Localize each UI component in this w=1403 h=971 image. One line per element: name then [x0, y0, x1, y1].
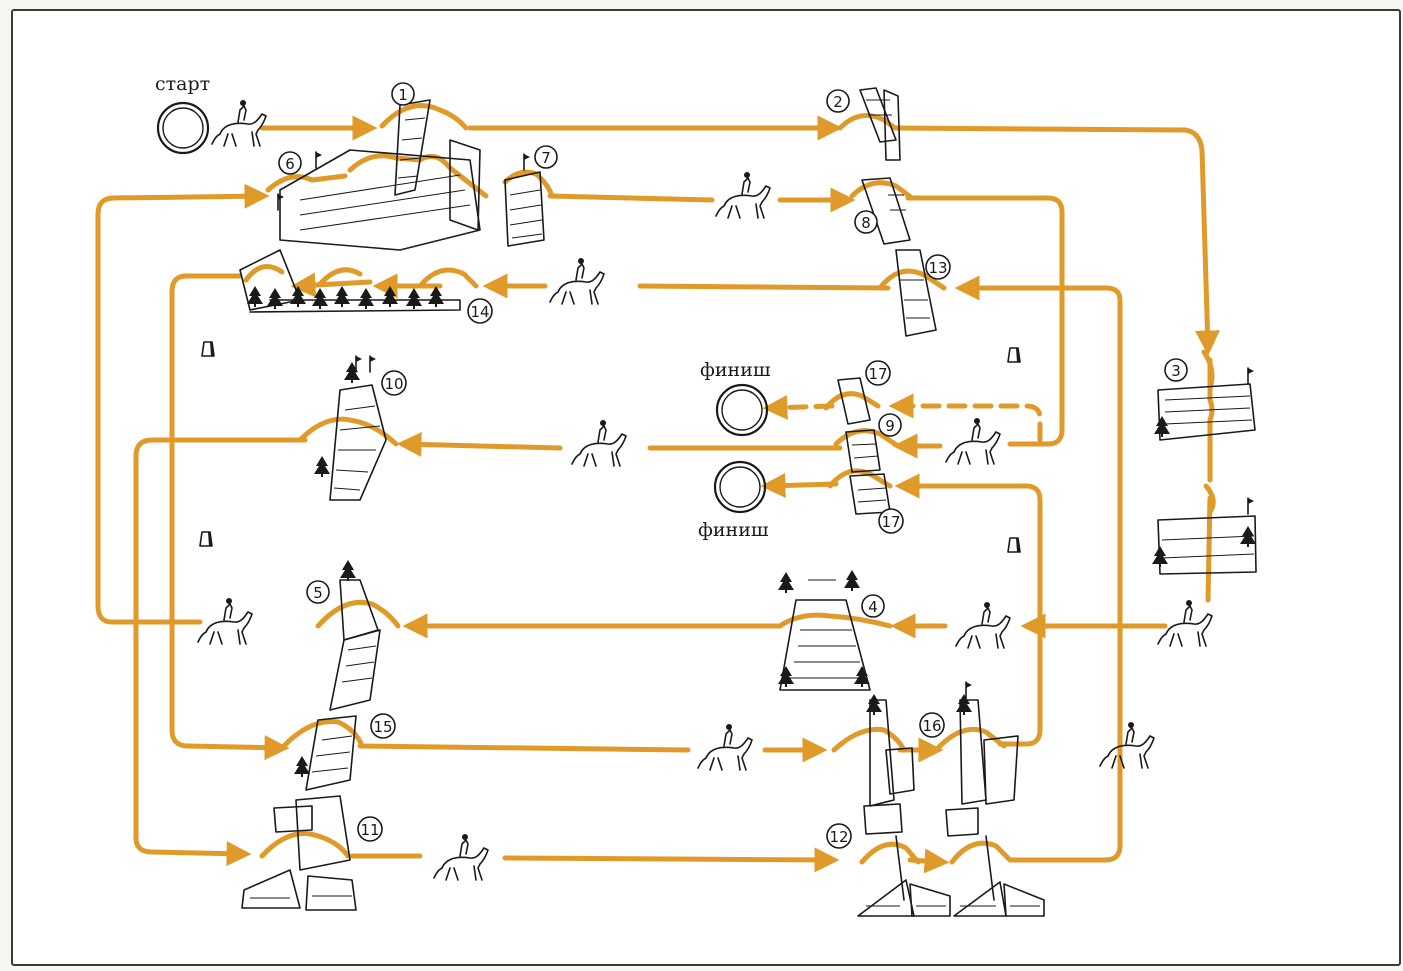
- obstacle-number-17-top: 17: [865, 360, 891, 386]
- finish-label-top: финиш: [700, 359, 771, 381]
- jump-humps: [243, 103, 1216, 865]
- svg-text:9: 9: [885, 417, 895, 435]
- svg-text:5: 5: [313, 584, 323, 602]
- svg-text:13: 13: [928, 259, 947, 277]
- obstacle-number-markers: 1 2 3 4 5 6 7 8 9 10 11 12 13 14 15 16 1…: [278, 82, 1188, 849]
- obstacle-number-1: 1: [391, 82, 415, 106]
- svg-text:6: 6: [285, 155, 295, 173]
- obstacle-number-15: 15: [370, 713, 396, 739]
- obstacle-number-6: 6: [278, 151, 302, 175]
- obstacle-number-3: 3: [1164, 358, 1188, 382]
- svg-text:1: 1: [398, 86, 408, 104]
- obstacle-number-10: 10: [381, 370, 407, 396]
- finish-label-bottom: финиш: [698, 519, 769, 541]
- svg-text:16: 16: [922, 717, 941, 735]
- obstacle-number-14: 14: [467, 298, 493, 324]
- svg-text:17: 17: [881, 513, 900, 531]
- svg-text:4: 4: [868, 598, 878, 616]
- svg-text:14: 14: [470, 303, 489, 321]
- svg-text:10: 10: [384, 375, 403, 393]
- start-label: старт: [155, 73, 210, 95]
- obstacle-number-17-bottom: 17: [878, 508, 904, 534]
- svg-text:17: 17: [868, 365, 887, 383]
- svg-text:11: 11: [360, 821, 379, 839]
- obstacle-sketches: [239, 87, 1257, 917]
- svg-text:3: 3: [1171, 362, 1181, 380]
- svg-text:15: 15: [373, 718, 392, 736]
- start-ring-icon: [156, 101, 210, 155]
- svg-text:8: 8: [861, 214, 871, 232]
- obstacle-number-5: 5: [306, 580, 330, 604]
- obstacle-number-2: 2: [826, 89, 850, 113]
- finish-ring-icon: [713, 460, 767, 514]
- obstacle-number-7: 7: [534, 145, 558, 169]
- paper-sheet: [11, 9, 1401, 966]
- svg-text:12: 12: [829, 828, 848, 846]
- svg-text:7: 7: [541, 149, 551, 167]
- route-lines: [95, 115, 1220, 874]
- obstacle-number-16: 16: [919, 712, 945, 738]
- obstacle-number-11: 11: [357, 816, 383, 842]
- obstacle-number-13: 13: [925, 254, 951, 280]
- obstacle-number-4: 4: [861, 594, 885, 618]
- finish-ring-icon: [715, 383, 769, 437]
- obstacle-number-8: 8: [854, 210, 878, 234]
- obstacle-number-12: 12: [826, 823, 852, 849]
- svg-text:2: 2: [833, 93, 843, 111]
- obstacle-number-9: 9: [878, 413, 902, 437]
